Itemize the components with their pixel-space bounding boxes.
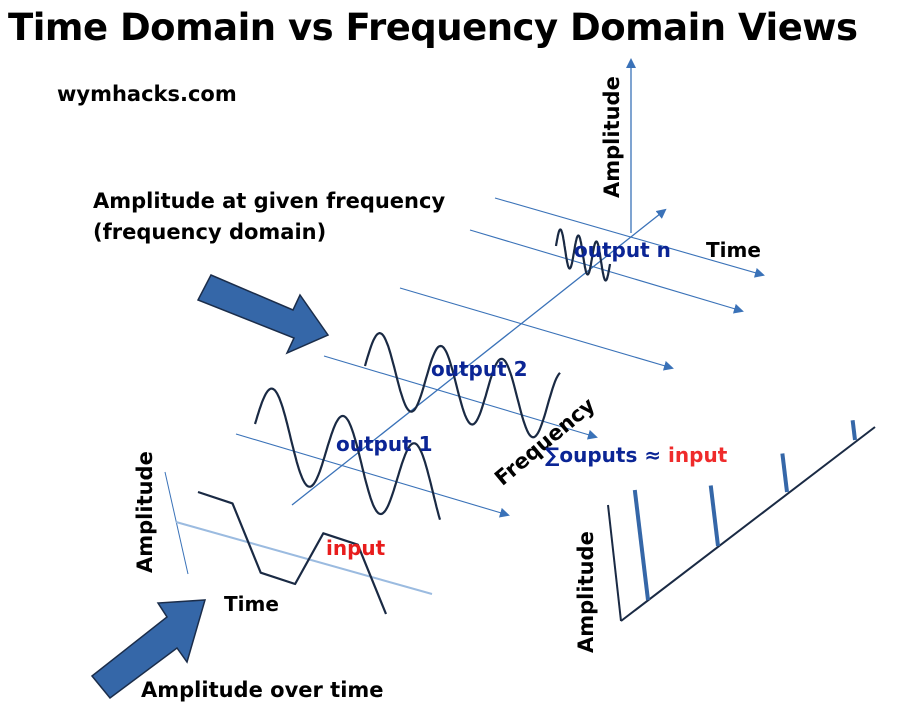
input-label: input <box>326 536 386 560</box>
frequency-domain-caption-line1: Amplitude at given frequency <box>93 189 446 213</box>
spectrum-bar-2 <box>708 485 720 547</box>
frequency-domain-pointer-arrow <box>196 274 330 355</box>
spectrum-bar-1 <box>632 489 650 601</box>
output-1-wave <box>253 387 442 521</box>
time-domain-pointer-arrow <box>90 599 207 700</box>
time-line-3 <box>399 287 674 371</box>
input-wave <box>197 490 388 615</box>
top-time-axis-label: Time <box>706 238 761 262</box>
input-time-axis <box>175 521 433 595</box>
output-2-label: output 2 <box>431 357 528 381</box>
input-time-axis-label: Time <box>224 592 279 616</box>
website-label: wymhacks.com <box>57 82 237 106</box>
time-axis-n <box>494 197 765 278</box>
spectrum-amplitude-axis <box>607 504 622 622</box>
output-1-label: output 1 <box>336 432 433 456</box>
frequency-axis <box>291 208 667 506</box>
output-2-wave <box>363 332 561 439</box>
time-line-n-lower <box>469 229 744 314</box>
page-title: Time Domain vs Frequency Domain Views <box>8 6 858 49</box>
time-domain-caption: Amplitude over time <box>141 678 384 702</box>
top-amplitude-axis-label: Amplitude <box>600 76 624 198</box>
spectrum-bar-3 <box>780 453 789 493</box>
frequency-domain-caption: Amplitude at given frequency (frequency … <box>93 186 445 248</box>
spectrum-amplitude-axis-label: Amplitude <box>574 531 598 653</box>
spectrum-frequency-axis <box>620 426 876 622</box>
sum-of-outputs-text: ∑ouputs ≈ <box>545 443 662 467</box>
spectrum-bar-4 <box>850 419 857 441</box>
equation-input-text: input <box>668 443 728 467</box>
output-n-label: output n <box>574 238 671 262</box>
input-amplitude-axis-label: Amplitude <box>133 451 157 573</box>
time-line-1 <box>235 433 510 518</box>
sum-equation: ∑ouputs ≈ input <box>545 443 727 467</box>
frequency-domain-caption-line2: (frequency domain) <box>93 220 327 244</box>
output-n-wave <box>554 228 612 282</box>
